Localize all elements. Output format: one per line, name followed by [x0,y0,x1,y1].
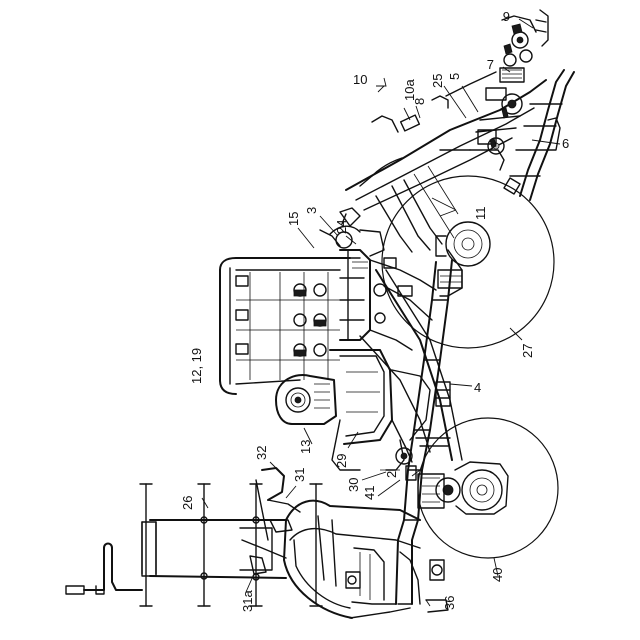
label-31a: 31a [240,590,255,612]
label-3: 3 [304,207,319,214]
seat-structure [330,226,436,350]
label-10: 10 [353,72,367,87]
label-27: 27 [520,344,535,358]
luggage-basket [220,258,350,394]
label-5: 5 [447,73,462,80]
label-8: 8 [412,98,427,105]
front-crank [66,544,142,595]
label-31: 31 [292,468,307,482]
label-40: 40 [490,568,505,582]
label-9: 9 [503,9,510,24]
label-29: 29 [334,454,349,468]
label-6: 6 [562,136,569,151]
label-36: 36 [442,596,457,610]
rear-axle-hub [436,222,490,296]
fan-unit [276,375,336,424]
label-41: 41 [362,486,377,500]
rear-body [346,72,546,252]
front-fork [284,501,420,618]
label-15: 15 [286,212,301,226]
label-7: 7 [487,57,494,72]
label-13: 13 [298,440,313,454]
label-32: 32 [254,446,269,460]
label-4: 4 [474,380,481,395]
bottom-frame [398,600,448,612]
label-24: 24 [334,220,349,234]
label-2: 2 [384,471,399,478]
label-26: 26 [180,496,195,510]
label-30: 30 [346,478,361,492]
front-wheel [418,418,558,558]
label-25: 25 [430,74,445,88]
label-12-19: 12, 19 [189,348,204,384]
label-11: 11 [473,207,488,221]
label-10a: 10a [402,79,417,101]
